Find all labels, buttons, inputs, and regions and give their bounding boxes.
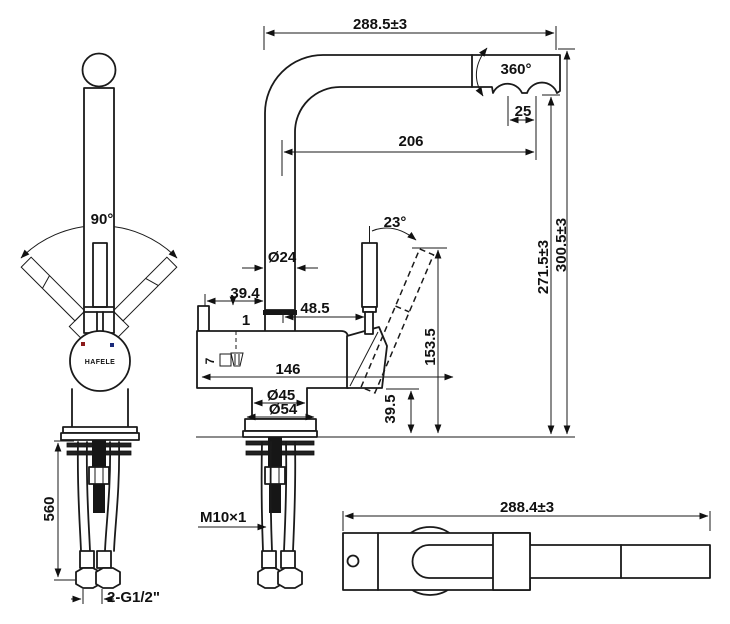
dimension-lines: [54, 26, 711, 604]
dim-body-length: 146: [275, 361, 300, 378]
spout: [264, 54, 561, 311]
dim-handle-swing: 90°: [91, 211, 114, 228]
handle-base: [346, 326, 388, 389]
plan-handle: [492, 532, 531, 591]
dim-handle-height: 153.5: [422, 328, 439, 366]
dim-aerator-offset: 25: [515, 103, 532, 120]
dim-outlet-height: 271.5±3: [535, 240, 552, 294]
swivel-joint: [263, 310, 297, 315]
dim-port-step: 1: [242, 312, 250, 329]
dim-top-width: 288.5±3: [353, 16, 407, 33]
supply-hoses: [76, 441, 121, 552]
dim-body-diameter: Ø45: [267, 387, 295, 404]
hose-ferrule: [79, 550, 95, 569]
cold-indicator-dot: [110, 343, 114, 347]
dim-base-diameter: Ø54: [269, 401, 298, 418]
front-view: HAFELE: [20, 52, 178, 589]
dim-handle-offset: 48.5: [300, 300, 329, 317]
dim-handle-tilt: 23°: [384, 214, 407, 231]
dim-plan-width: 288.4±3: [500, 499, 554, 516]
dim-spout-reach: 206: [398, 133, 423, 150]
brand-logo: HAFELE: [85, 359, 115, 366]
filter-tap-icon: [230, 352, 244, 367]
dimension-labels: 288.5±3 360° 25 206 90° Ø24 23° 39.4 1 4…: [41, 16, 570, 606]
dim-stud-thread: M10×1: [200, 509, 246, 526]
dim-hose-thread: 2-G1/2": [107, 589, 160, 606]
dim-swivel-angle: 360°: [500, 61, 531, 78]
plan-view: [342, 526, 711, 596]
faucet-column: [83, 87, 115, 334]
hose-ferrule: [96, 550, 112, 569]
hose-ferrule: [261, 550, 277, 569]
plan-port-hole: [346, 554, 360, 568]
symbol-box: [219, 353, 232, 367]
mounting-nut: [88, 466, 110, 485]
dim-port-offset: 39.4: [230, 285, 260, 302]
threaded-stud: [92, 440, 106, 467]
base-flange: [244, 418, 317, 432]
hose-nut: [277, 567, 303, 589]
dim-hose-length: 560: [41, 496, 58, 521]
base-plate: [60, 432, 140, 441]
dim-port-height: 7: [203, 357, 217, 364]
plan-spout: [411, 544, 711, 579]
hot-indicator-dot: [81, 342, 85, 346]
hose-nut: [95, 567, 121, 589]
dim-base-height: 39.5: [382, 394, 399, 423]
hose-ferrule: [280, 550, 296, 569]
handle-stem: [361, 242, 378, 308]
mounting-nut: [264, 466, 286, 485]
handle-tilted-ghost: [360, 248, 435, 394]
supply-hoses: [260, 441, 297, 552]
filter-port: [197, 305, 210, 332]
spout-end-circle: [81, 52, 117, 88]
dim-spout-diameter: Ø24: [268, 249, 297, 266]
dim-total-height: 300.5±3: [553, 218, 570, 272]
base-plate: [242, 430, 318, 438]
